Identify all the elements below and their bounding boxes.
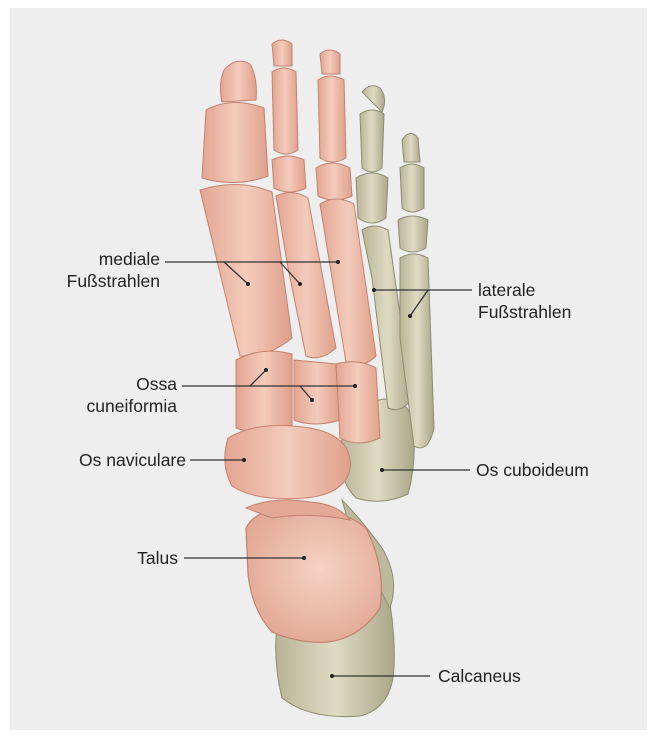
label-mediale-fussstrahlen: mediale Fußstrahlen xyxy=(50,248,160,292)
label-ossa-cuneiformia: Ossa cuneiformia xyxy=(50,373,177,417)
label-mediale-line2: Fußstrahlen xyxy=(50,270,160,292)
foot-skeleton-figure: mediale Fußstrahlen laterale Fußstrahlen… xyxy=(10,8,647,730)
talus-bone xyxy=(246,509,381,642)
label-laterale-line1: laterale xyxy=(478,279,571,301)
label-os-naviculare: Os naviculare xyxy=(20,449,186,471)
navicular-bone xyxy=(225,426,351,499)
label-calcaneus: Calcaneus xyxy=(438,665,521,687)
foot-bones-illustration xyxy=(10,8,647,730)
label-os-cuboideum: Os cuboideum xyxy=(476,459,589,481)
label-talus: Talus xyxy=(70,547,178,569)
label-ossa-line1: Ossa xyxy=(50,373,177,395)
label-mediale-line1: mediale xyxy=(50,248,160,270)
medial-rays xyxy=(200,40,376,365)
label-laterale-fussstrahlen: laterale Fußstrahlen xyxy=(478,279,571,323)
label-laterale-line2: Fußstrahlen xyxy=(478,301,571,323)
label-ossa-line2: cuneiformia xyxy=(50,395,177,417)
